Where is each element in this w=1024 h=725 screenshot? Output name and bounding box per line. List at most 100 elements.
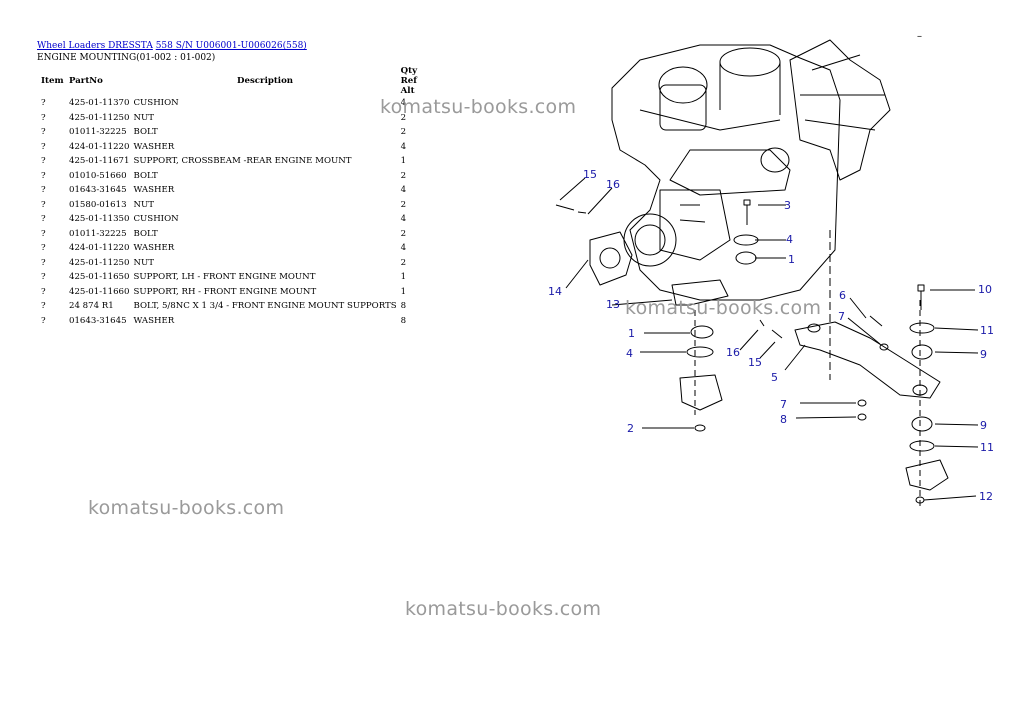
- watermark-text: komatsu-books.com: [625, 297, 822, 319]
- cell-description: BOLT, 5/8NC X 1 3/4 - FRONT ENGINE MOUNT…: [133, 301, 397, 311]
- callout-number: 7: [780, 398, 787, 411]
- cell-qty: 1: [400, 286, 407, 297]
- cell-description: NUT: [133, 199, 154, 210]
- callout-number: 9: [980, 419, 987, 432]
- cell-description: WASHER: [133, 243, 175, 253]
- callout-number: 9: [980, 348, 987, 361]
- table-header-row: Item PartNo Description Qty Ref Alt: [37, 66, 427, 98]
- cell-partno: 425-01-11370: [69, 98, 130, 108]
- cell-item: ?: [41, 214, 46, 224]
- cell-partno: 424-01-11220: [69, 243, 130, 253]
- callout-number: 12: [979, 490, 993, 503]
- cell-partno: 425-01-11250: [69, 257, 130, 268]
- cell-partno: 24 874 R1: [69, 301, 114, 311]
- cell-qty: 2: [400, 228, 407, 239]
- cell-qty: 4: [400, 243, 407, 253]
- callout-number: 3: [784, 199, 791, 212]
- parts-table: Item PartNo Description Qty Ref Alt ?425…: [37, 66, 427, 330]
- header-partno: PartNo: [69, 76, 103, 86]
- cell-qty: 1: [400, 156, 407, 166]
- cell-description: BOLT: [133, 228, 158, 239]
- cell-item: ?: [41, 272, 46, 282]
- breadcrumb-model-link[interactable]: Wheel Loaders DRESSTA: [37, 41, 153, 51]
- cell-item: ?: [41, 127, 46, 137]
- cell-qty: 8: [400, 301, 407, 311]
- cell-qty: 2: [400, 170, 407, 181]
- cell-item: ?: [41, 98, 46, 108]
- watermark-text: komatsu-books.com: [88, 497, 285, 519]
- callout-number: 16: [726, 346, 740, 359]
- cell-item: ?: [41, 243, 46, 253]
- cell-item: ?: [41, 156, 46, 166]
- cell-partno: 01643-31645: [69, 185, 127, 195]
- callout-number: 7: [838, 310, 845, 323]
- cell-partno: 01643-31645: [69, 315, 127, 326]
- cell-qty: 4: [400, 214, 407, 224]
- table-row: ? 24 874 R1 BOLT, 5/8NC X 1 3/4 - FRONT EN…: [37, 301, 427, 316]
- cell-partno: 425-01-11660: [69, 286, 130, 297]
- cell-qty: 4: [400, 141, 407, 152]
- callout-number: 15: [748, 356, 762, 369]
- cell-qty: 4: [400, 185, 407, 195]
- cell-partno: 01010-51660: [69, 170, 127, 181]
- callout-number: 15: [583, 168, 597, 181]
- callout-number: 1: [628, 327, 635, 340]
- cell-item: ?: [41, 170, 46, 181]
- callout-number: 11: [980, 324, 994, 337]
- breadcrumb-serial-link[interactable]: 558 S/N U006001-U006026(558): [155, 41, 307, 51]
- cell-description: CUSHION: [133, 98, 179, 108]
- engine-block-outline: [611, 44, 841, 301]
- cell-description: WASHER: [133, 315, 175, 326]
- cell-item: ?: [41, 257, 46, 268]
- callout-number: 6: [839, 289, 846, 302]
- callout-number: 16: [606, 178, 620, 191]
- callout-number: 8: [780, 413, 787, 426]
- callout-number: 14: [548, 285, 562, 298]
- cell-qty: 2: [400, 127, 407, 137]
- cell-item: ?: [41, 199, 46, 210]
- cell-description: SUPPORT, RH - FRONT ENGINE MOUNT: [133, 286, 317, 297]
- cell-item: ?: [41, 315, 46, 326]
- cell-partno: 425-01-11250: [69, 112, 130, 123]
- cell-description: WASHER: [133, 141, 175, 152]
- dash-mark: –: [917, 31, 922, 42]
- page-header: Wheel Loaders DRESSTA 558 S/N U006001-U0…: [37, 40, 307, 64]
- cell-partno: 01011-32225: [69, 228, 127, 239]
- cell-item: ?: [41, 286, 46, 297]
- callout-number: 11: [980, 441, 994, 454]
- cell-description: NUT: [133, 257, 154, 268]
- header-description: Description: [237, 76, 294, 86]
- cell-item: ?: [41, 141, 46, 152]
- cell-description: SUPPORT, LH - FRONT ENGINE MOUNT: [133, 272, 316, 282]
- cell-qty: 2: [400, 112, 407, 123]
- cell-qty: 4: [400, 98, 407, 108]
- callout-number: 5: [771, 371, 778, 384]
- cell-partno: 425-01-11671: [69, 156, 130, 166]
- oil-filter: [658, 66, 708, 104]
- callout-number: 2: [627, 422, 634, 435]
- callout-number: 4: [626, 347, 633, 360]
- cell-item: ?: [41, 112, 46, 123]
- cell-item: ?: [41, 301, 46, 311]
- header-qty-ref-alt: Qty Ref Alt: [400, 66, 418, 96]
- callout-number: 10: [978, 283, 992, 296]
- cell-description: SUPPORT, CROSSBEAM -REAR ENGINE MOUNT: [133, 156, 352, 166]
- cell-description: CUSHION: [133, 214, 179, 224]
- cell-partno: 424-01-11220: [69, 141, 130, 152]
- cell-partno: 01580-01613: [69, 199, 127, 210]
- watermark-text: komatsu-books.com: [405, 598, 602, 620]
- cell-item: ?: [41, 185, 46, 195]
- fan-blades: [789, 39, 891, 181]
